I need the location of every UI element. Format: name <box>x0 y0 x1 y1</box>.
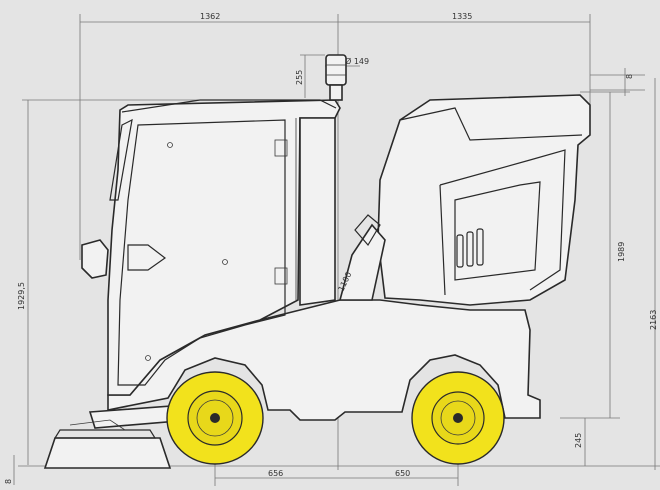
dimension-labels: 1362 1335 255 Ø 149 8 1929,5 1989 2163 2… <box>4 12 658 484</box>
vent-3 <box>476 228 484 266</box>
rear-hood <box>377 94 591 306</box>
beacon <box>325 54 347 101</box>
rear-wheel <box>411 371 505 465</box>
hood-side-panel <box>439 149 566 296</box>
dim-wheelbase-left: 656 <box>268 469 283 478</box>
hopper-arm <box>338 223 386 301</box>
side-mirror <box>81 239 109 279</box>
dim-wheelbase-right: 650 <box>395 469 410 478</box>
sweeper-vehicle: 1100 <box>43 54 591 469</box>
dim-bottom-left: 8 <box>4 479 13 484</box>
door-hinge-bottom <box>274 267 288 285</box>
front-wheel <box>166 371 264 465</box>
dim-cab-length: 1362 <box>200 12 220 21</box>
cab-door-frame <box>117 119 286 386</box>
dim-cab-height: 1929,5 <box>17 282 26 310</box>
dim-rear-length: 1335 <box>452 12 472 21</box>
dim-beacon-height: 255 <box>295 70 304 85</box>
cab-roof <box>121 99 337 113</box>
sweep-brush <box>43 437 172 469</box>
vent-2 <box>466 231 474 267</box>
vent-1 <box>456 234 464 268</box>
cab-front-bar <box>109 118 133 201</box>
chassis <box>107 299 541 421</box>
dim-beacon-diameter: Ø 149 <box>345 56 369 66</box>
hood-window <box>454 181 541 281</box>
cab <box>107 99 341 396</box>
door-handle <box>127 244 167 271</box>
dim-hood-height: 1989 <box>617 242 626 262</box>
center-column <box>299 117 336 306</box>
dim-ground-clearance: 245 <box>574 433 583 448</box>
hood-top-panel <box>399 107 583 141</box>
door-hinge-top <box>274 139 288 157</box>
dim-overall-height: 2163 <box>649 310 658 330</box>
dim-mirror-offset: 8 <box>625 74 634 79</box>
